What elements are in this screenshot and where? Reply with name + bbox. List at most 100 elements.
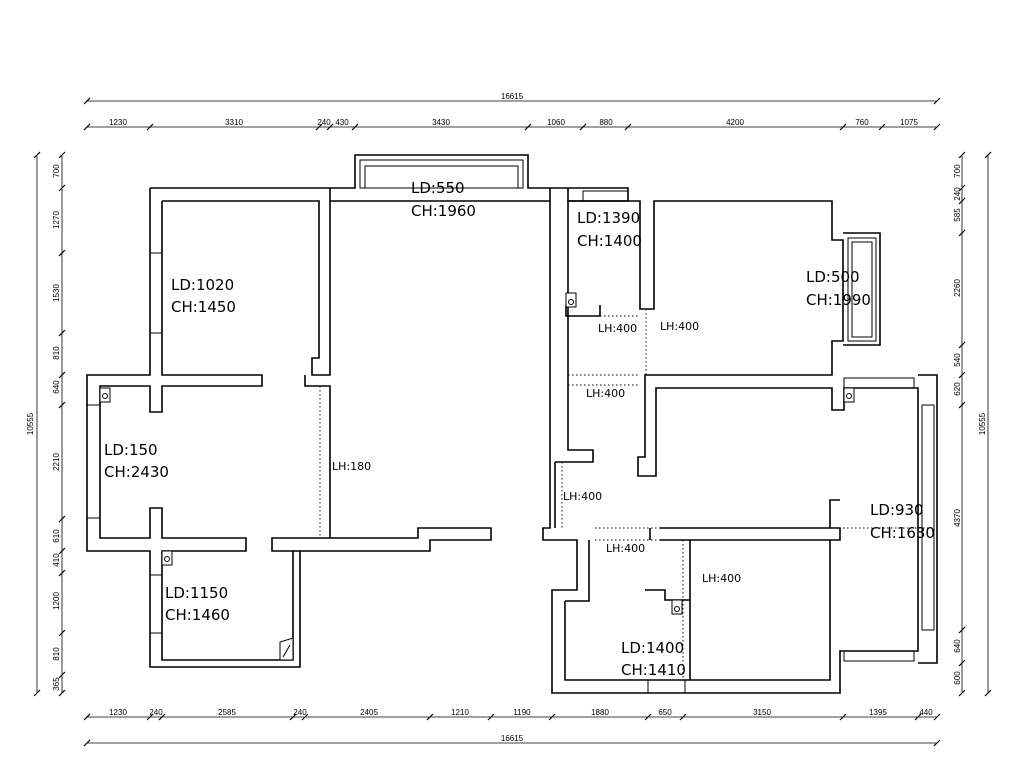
window-bottom-mid <box>647 679 686 694</box>
dimension-tick <box>83 123 91 131</box>
dimension-tick <box>958 151 966 159</box>
lintel-label: LH:400 <box>586 387 625 400</box>
dim-label: 810 <box>52 346 61 360</box>
dim-label: 365 <box>52 677 61 691</box>
dim-label: 2260 <box>953 279 962 297</box>
dimension-tick <box>984 151 992 159</box>
door-corner-icon <box>279 637 294 661</box>
room-ch: CH:1960 <box>411 202 476 220</box>
dim-label: 1200 <box>52 592 61 610</box>
right-dimensions: 700 240 585 2260 540 620 4370 640 600 <box>953 164 962 685</box>
dimension-tick <box>958 197 966 205</box>
dimension-tick <box>644 713 652 721</box>
dim-label: 1230 <box>109 118 127 127</box>
socket-icon <box>99 387 111 403</box>
room-ld: LD:1390 <box>577 209 640 227</box>
dimension-tick <box>58 629 66 637</box>
room-ld: LD:1020 <box>171 276 234 294</box>
dimension-tick <box>58 401 66 409</box>
room-ch: CH:1450 <box>171 298 236 316</box>
dim-label: 640 <box>52 380 61 394</box>
wall-right-block <box>542 200 919 694</box>
dimension-tick <box>984 689 992 697</box>
dimension-tick <box>579 123 587 131</box>
dimension-tick <box>958 229 966 237</box>
overall-width-top: 16615 <box>501 92 524 101</box>
room-ch: CH:1990 <box>806 291 871 309</box>
dimension-tick <box>58 569 66 577</box>
dim-label: 540 <box>953 353 962 367</box>
dimension-tick <box>933 97 941 105</box>
dim-label: 585 <box>953 208 962 222</box>
dimension-tick <box>58 329 66 337</box>
room-ld: LD:150 <box>104 441 158 459</box>
dimension-tick <box>958 401 966 409</box>
dimension-tick <box>839 123 847 131</box>
socket-icon <box>565 292 577 308</box>
room-ch: CH:1410 <box>621 661 686 679</box>
dimension-tick <box>301 713 309 721</box>
wall-bottom-rooms <box>564 499 841 681</box>
dimension-tick <box>158 713 166 721</box>
wall-bedroom-left <box>86 188 492 668</box>
dimension-tick <box>58 249 66 257</box>
left-dimensions: 700 1270 1530 810 640 2210 610 410 1200 … <box>52 164 61 691</box>
dimension-tick <box>83 739 91 747</box>
dim-label: 4200 <box>726 118 744 127</box>
window-top-bay-inner <box>364 165 519 189</box>
dim-label: 1880 <box>591 708 609 717</box>
window-left-lower <box>149 574 163 634</box>
lintel-lines <box>319 309 935 680</box>
wall-right-outer <box>554 232 938 664</box>
dimension-tick <box>933 123 941 131</box>
socket-icon <box>161 550 173 566</box>
room-ld: LD:1400 <box>621 639 684 657</box>
room-ld: LD:930 <box>870 501 924 519</box>
dim-label: 240 <box>317 118 331 127</box>
dimension-tick <box>146 713 154 721</box>
dim-label: 3430 <box>432 118 450 127</box>
room-ch: CH:1460 <box>165 606 230 624</box>
wall-bedroom-inner <box>162 200 331 376</box>
dimension-tick <box>146 123 154 131</box>
dim-label: 1075 <box>900 118 918 127</box>
socket-icon <box>671 599 683 615</box>
lintel-label: LH:400 <box>660 320 699 333</box>
dim-label: 1210 <box>451 708 469 717</box>
room-ch: CH:2430 <box>104 463 169 481</box>
lintel-label: LH:180 <box>332 460 371 473</box>
dim-label: 410 <box>52 553 61 567</box>
dimension-tick <box>33 689 41 697</box>
dimension-tick <box>958 626 966 634</box>
lintel-label: LH:400 <box>606 542 645 555</box>
window-right-long <box>921 404 935 631</box>
room-ld: LD:1150 <box>165 584 228 602</box>
dim-label: 2585 <box>218 708 236 717</box>
dim-label: 430 <box>335 118 349 127</box>
dimension-tick <box>524 123 532 131</box>
dimension-tick <box>958 184 966 192</box>
room-ch: CH:1400 <box>577 232 642 250</box>
dim-label: 1270 <box>52 211 61 229</box>
dim-label: 2210 <box>52 453 61 471</box>
dim-label: 240 <box>953 187 962 201</box>
dim-label: 700 <box>52 164 61 178</box>
window-right-bay-inner <box>851 241 873 338</box>
dim-label: 1395 <box>869 708 887 717</box>
dim-label: 640 <box>953 639 962 653</box>
windows <box>86 159 935 694</box>
dim-label: 3310 <box>225 118 243 127</box>
dimension-lines <box>36 100 989 744</box>
dimension-tick <box>58 689 66 697</box>
fixture-symbols <box>99 292 855 661</box>
wall-closet-top <box>565 305 601 317</box>
dim-label: 1060 <box>547 118 565 127</box>
dimension-tick <box>958 689 966 697</box>
dimension-tick <box>958 371 966 379</box>
socket-icon <box>843 387 855 403</box>
dimension-tick <box>878 123 886 131</box>
wall-corridor-left <box>304 375 331 538</box>
dim-label: 650 <box>658 708 672 717</box>
dimension-tick <box>58 671 66 679</box>
dim-label: 240 <box>149 708 163 717</box>
